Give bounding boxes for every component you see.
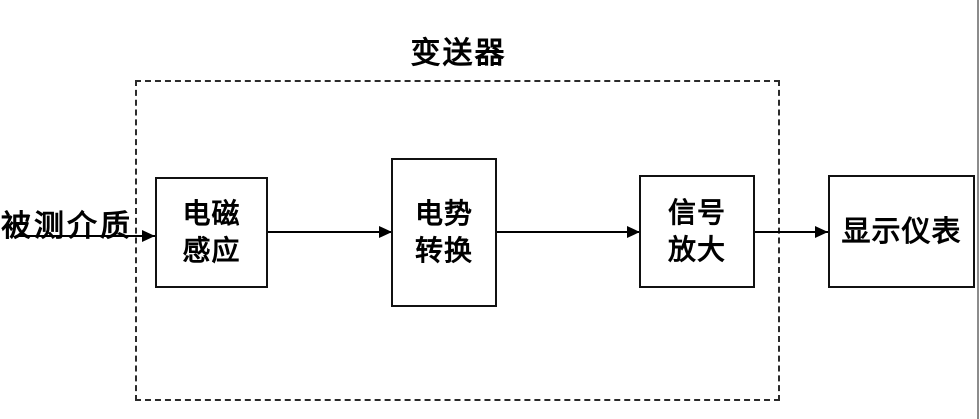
diagram-title: 变送器 [410,36,507,71]
node-electromagnetic-induction: 电磁 感应 [155,177,268,288]
source-label: 被测介质 [1,209,133,244]
node-label-line: 放大 [667,232,726,266]
node-signal-amplification: 信号 放大 [639,175,755,288]
arrow-source-to-induction [16,230,155,242]
node-label-line: 转换 [414,233,473,267]
node-label-line: 感应 [182,233,241,267]
node-label-line: 显示仪表 [841,214,962,249]
node-label-line: 电势 [414,196,473,230]
node-label-line: 电磁 [182,196,241,230]
node-display-instrument: 显示仪表 [828,175,975,288]
arrow-amplification-to-display [755,226,828,238]
arrow-conversion-to-amplification [497,226,640,238]
page-edge-line [977,0,979,419]
node-label-line: 信号 [667,195,726,229]
node-potential-conversion: 电势 转换 [391,158,497,307]
transmitter-dashed-boundary [135,80,780,401]
arrow-induction-to-conversion [268,226,392,238]
